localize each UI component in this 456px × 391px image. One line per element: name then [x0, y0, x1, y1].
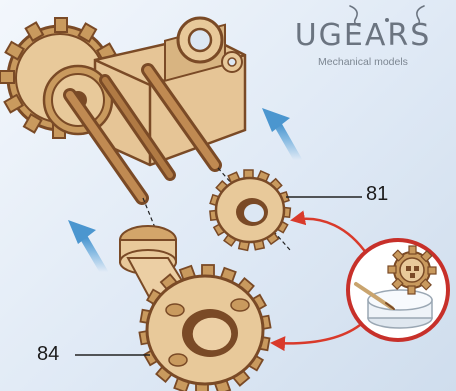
upper-assembly [0, 18, 245, 198]
wax-applicator-icon [348, 240, 448, 340]
callout-81: 81 [366, 183, 388, 206]
blue-arrow-lower [68, 220, 104, 272]
brand-tagline: Mechanical models [288, 56, 438, 68]
gear-81 [210, 170, 291, 250]
callout-84: 84 [37, 343, 59, 366]
blue-arrow-upper [262, 108, 298, 160]
red-arrow-to-84 [273, 325, 360, 343]
brand-block: UGEARS Mechanical models [288, 18, 438, 68]
mini-gear-icon [388, 246, 436, 294]
brand-name: UGEARS [288, 18, 438, 54]
